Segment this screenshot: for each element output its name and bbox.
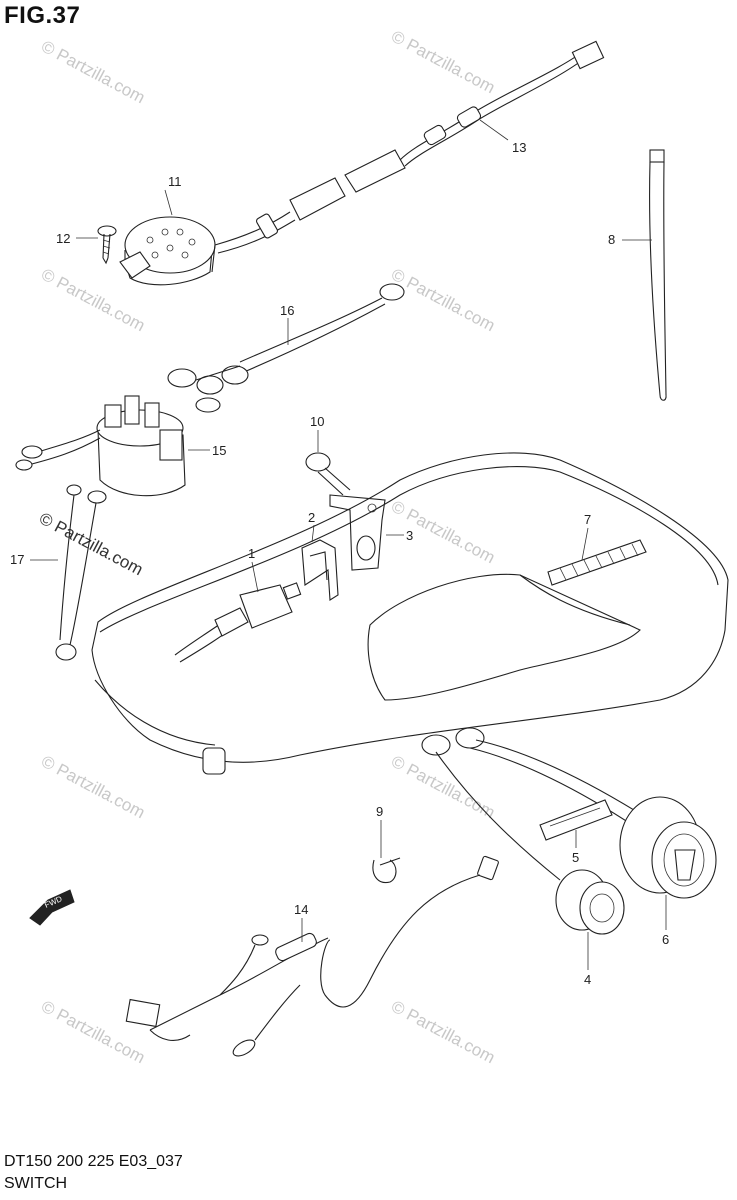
fwd-arrow-icon: FWD <box>29 889 75 926</box>
part-15-relay <box>15 395 186 497</box>
callout-13: 13 <box>512 140 526 155</box>
callout-16: 16 <box>280 303 294 318</box>
control-box <box>91 452 729 775</box>
watermark: © Partzilla.com <box>388 265 498 336</box>
part-14-harness <box>125 855 499 1057</box>
part-5-harness <box>435 739 651 881</box>
part-6-grommet <box>619 796 717 899</box>
part-1-switch <box>174 582 302 663</box>
watermark: © Partzilla.com <box>388 497 498 568</box>
footer-model: DT150 200 225 E03_037 <box>4 1153 183 1170</box>
callout-15: 15 <box>212 443 226 458</box>
callout-3: 3 <box>406 528 413 543</box>
part-11-buzzer <box>119 216 216 286</box>
callout-8: 8 <box>608 232 615 247</box>
part-3-bracket <box>329 494 386 571</box>
callout-9: 9 <box>376 804 383 819</box>
footer-caption: SWITCH <box>4 1175 68 1192</box>
watermark: © Partzilla.com <box>38 752 148 823</box>
callout-7: 7 <box>584 512 591 527</box>
part-17-ground-cable <box>55 484 107 661</box>
figure-title: FIG.37 <box>4 2 81 29</box>
callout-5: 5 <box>572 850 579 865</box>
callout-12: 12 <box>56 231 70 246</box>
part-7-grommet-strip <box>547 539 647 586</box>
callout-4: 4 <box>584 972 591 987</box>
part-2-clip <box>301 539 339 601</box>
callout-1: 1 <box>248 546 255 561</box>
part-4-grommet <box>555 869 625 935</box>
part-10-bolt <box>305 452 351 496</box>
leader-lines <box>30 119 667 970</box>
callout-11: 11 <box>168 174 182 189</box>
callout-6: 6 <box>662 932 669 947</box>
callout-10: 10 <box>310 414 324 429</box>
callout-14: 14 <box>294 902 308 917</box>
watermark: © Partzilla.com <box>388 27 498 98</box>
part-8-cable-tie <box>649 149 667 401</box>
watermark: © Partzilla.com <box>388 997 498 1068</box>
watermark: © Partzilla.com <box>36 509 146 580</box>
callout-17: 17 <box>10 552 24 567</box>
part-9-clamp <box>372 857 401 884</box>
callout-labels: 11 12 13 8 16 15 10 3 2 1 7 17 5 6 4 9 1… <box>10 140 669 987</box>
callout-2: 2 <box>308 510 315 525</box>
watermark: © Partzilla.com <box>38 37 148 108</box>
part-16-harness <box>167 283 405 413</box>
part-12-screw <box>97 225 117 265</box>
part-13-harness <box>214 40 605 254</box>
